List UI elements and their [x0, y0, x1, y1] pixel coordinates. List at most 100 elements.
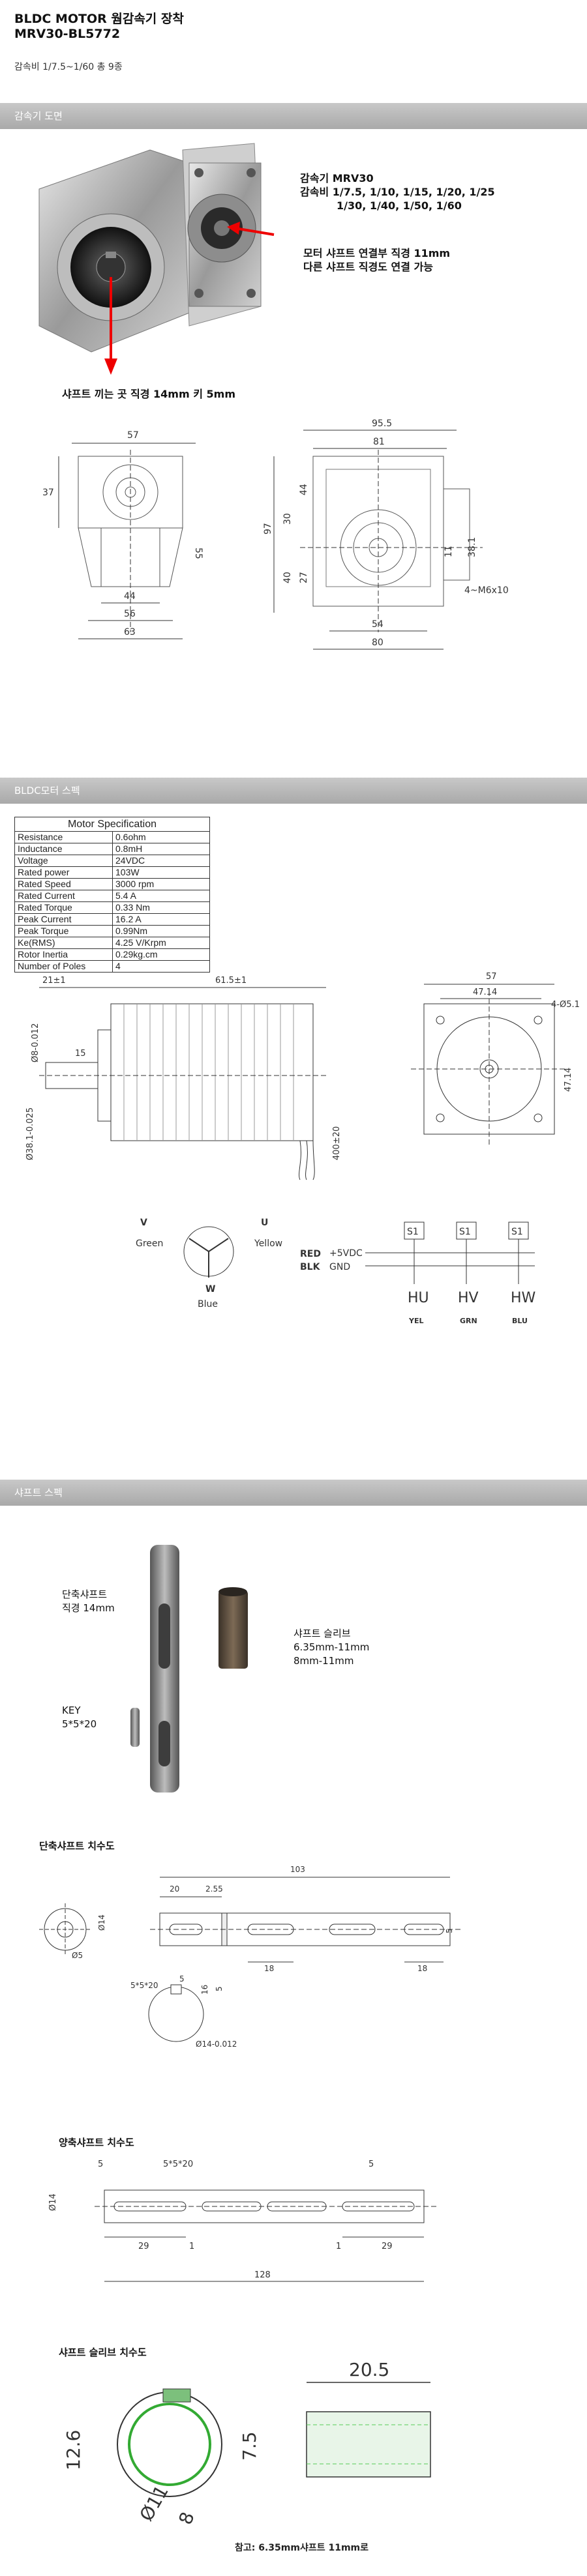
label-red: RED	[300, 1249, 321, 1259]
single-shaft-note: 단축샤프트 직경 14mm	[62, 1588, 115, 1615]
reducer-ratio-line-2: 1/30, 1/40, 1/50, 1/60	[337, 199, 462, 212]
spec-label: Inductance	[14, 843, 113, 855]
dim-5b: 5	[215, 1986, 224, 1991]
label-blu: BLU	[512, 1317, 528, 1325]
label-s1-a: S1	[407, 1227, 419, 1237]
dim-11: 11	[444, 546, 454, 557]
dim-1a: 1	[189, 2242, 194, 2251]
motor-shaft-note: 모터 샤프트 연결부 직경 11mm 다른 샤프트 직경도 연결 가능	[303, 246, 450, 274]
sleeve-drawing: 12.6 7.5 Ø11 8 20.5	[63, 2359, 431, 2527]
dim-29b: 29	[382, 2242, 393, 2251]
sleeve-dim-title: 샤프트 슬리브 치수도	[59, 2347, 147, 2358]
label-v: V	[140, 1218, 147, 1228]
dim-47-14b: 47.14	[564, 1068, 573, 1092]
spec-value: 0.99Nm	[112, 925, 210, 937]
single-shaft-dim-title: 단축샤프트 치수도	[39, 1840, 115, 1852]
label-w: W	[205, 1284, 215, 1295]
dim-38-1-025: Ø38.1-0.025	[25, 1107, 35, 1160]
single-shaft-line-1: 단축샤프트	[62, 1588, 108, 1600]
dim-dia5: Ø5	[72, 1951, 83, 1960]
spec-value: 0.33 Nm	[112, 901, 210, 914]
single-shaft-line-2: 직경 14mm	[62, 1602, 115, 1614]
section-header-bldc: BLDC모터 스펙	[0, 778, 587, 804]
dim-56: 56	[124, 609, 136, 619]
dim-55: 55	[193, 548, 203, 559]
dim-47-14: 47.14	[473, 988, 497, 997]
label-blk: BLK	[300, 1262, 321, 1272]
label-yellow: Yellow	[254, 1238, 282, 1249]
dim-16: 16	[200, 1985, 209, 1995]
dim-128: 128	[254, 2270, 271, 2280]
dim-dia14b: Ø14	[48, 2193, 58, 2211]
spec-label: Rated Speed	[14, 878, 113, 890]
dim-27: 27	[299, 572, 309, 583]
dim-29a: 29	[138, 2242, 149, 2251]
dim-54: 54	[372, 619, 384, 630]
dim-15: 15	[75, 1049, 86, 1059]
dim-18a: 18	[264, 1964, 274, 1973]
label-blue: Blue	[198, 1299, 218, 1310]
dim-95-5: 95.5	[372, 418, 392, 429]
spec-value: 103W	[112, 866, 210, 879]
output-shaft-note: 샤프트 끼는 곳 직경 14mm 키 5mm	[62, 388, 235, 400]
label-gnd: GND	[329, 1262, 350, 1272]
dim-80: 80	[372, 637, 384, 648]
spec-label: Resistance	[14, 831, 113, 843]
dim-8: 8	[175, 2509, 199, 2527]
label-hv: HV	[458, 1290, 479, 1306]
dim-dia14-tol: Ø14-0.012	[196, 2040, 237, 2049]
spec-value: 4.25 V/Krpm	[112, 937, 210, 949]
dim-5e: 5	[369, 2159, 374, 2169]
sleeve-line-3: 8mm-11mm	[294, 1655, 354, 1667]
shaft-photo	[130, 1545, 248, 1793]
double-shaft-dim-title: 양축샤프트 치수도	[59, 2137, 134, 2148]
dim-38-1: 38.1	[467, 537, 477, 557]
dim-30: 30	[282, 513, 293, 525]
dim-400: 400±20	[332, 1126, 342, 1160]
section-header-reducer: 감속기 도면	[0, 103, 587, 129]
double-shaft-drawing: 5 5*5*20 5 Ø14 29 1 1 29 128	[48, 2159, 437, 2282]
dim-61-5: 61.5±1	[215, 976, 247, 986]
spec-label: Peak Current	[14, 913, 113, 926]
table-row: Ke(RMS)4.25 V/Krpm	[14, 937, 210, 949]
sleeve-note-bottom: 참고: 6.35mm샤프트 11mm로	[235, 2543, 369, 2553]
dim-5c: 5	[179, 1974, 185, 1983]
motor-shaft-line-2: 다른 샤프트 직경도 연결 가능	[303, 261, 433, 273]
dim-20-5: 20.5	[349, 2359, 389, 2380]
dim-57: 57	[127, 430, 139, 441]
spec-value: 16.2 A	[112, 913, 210, 926]
label-s1-c: S1	[511, 1227, 523, 1237]
page-title: BLDC MOTOR 웜감속기 장착 MRV30-BL5772	[14, 12, 184, 42]
dim-63: 63	[124, 627, 136, 637]
dim-103: 103	[290, 1865, 305, 1874]
spec-label: Rated Current	[14, 890, 113, 902]
spec-label: Voltage	[14, 855, 113, 867]
key-line-1: KEY	[62, 1705, 81, 1716]
reducer-model-text: 감속기 MRV30 감속비 1/7.5, 1/10, 1/15, 1/20, 1…	[300, 171, 495, 212]
sleeve-line-2: 6.35mm-11mm	[294, 1641, 370, 1653]
label-vdc: +5VDC	[329, 1248, 363, 1259]
spec-value: 5.4 A	[112, 890, 210, 902]
dim-97: 97	[263, 523, 273, 534]
dim-18b: 18	[417, 1964, 427, 1973]
dim-1b: 1	[336, 2242, 341, 2251]
page-subtitle: 감속비 1/7.5~1/60 총 9종	[14, 62, 123, 72]
dim-40: 40	[282, 572, 293, 583]
dim-dia14: Ø14	[97, 1914, 106, 1931]
dim-20: 20	[170, 1884, 179, 1894]
reducer-ratio-line-1: 감속비 1/7.5, 1/10, 1/15, 1/20, 1/25	[300, 186, 495, 198]
dim-key: 5*5*20	[130, 1981, 158, 1990]
spec-value: 24VDC	[112, 855, 210, 867]
spec-label: Ke(RMS)	[14, 937, 113, 949]
sleeve-note: 샤프트 슬리브 6.35mm-11mm 8mm-11mm	[294, 1627, 369, 1668]
